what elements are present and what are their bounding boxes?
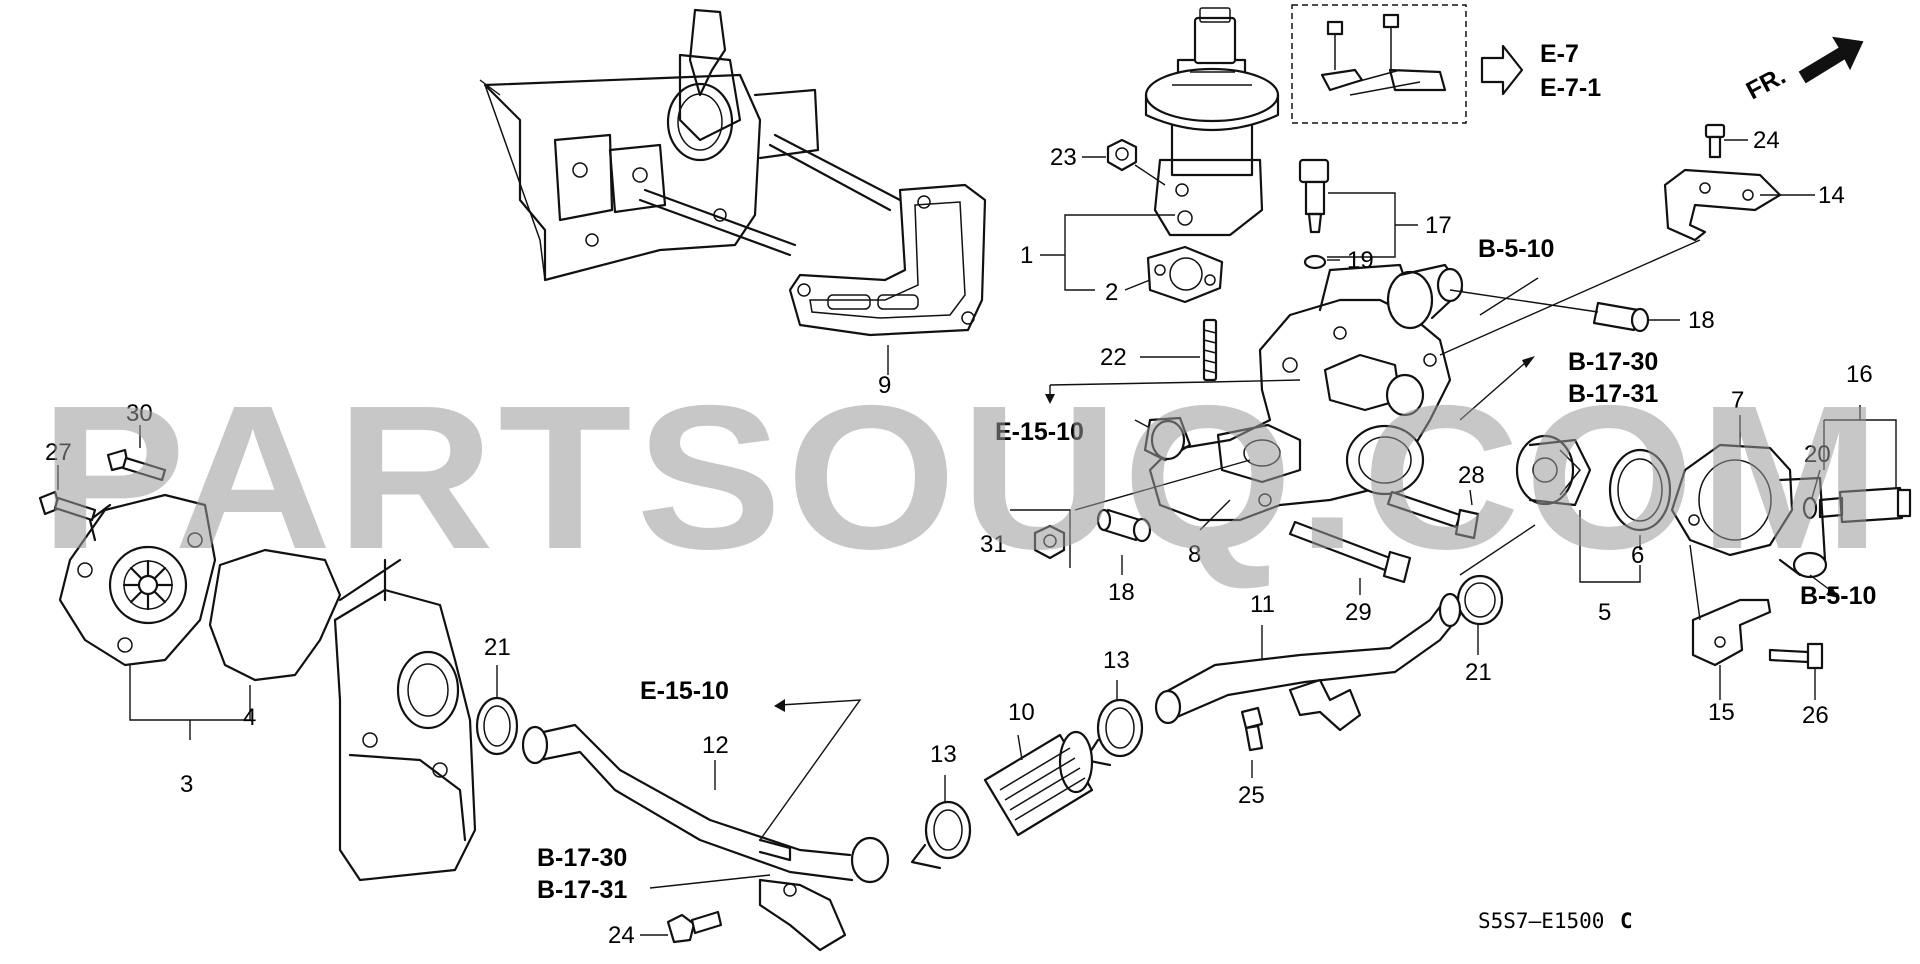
o-ring-21-left [475,696,519,756]
stud-22 [1202,318,1218,382]
callout-6[interactable]: 6 [1631,542,1644,569]
ref-e15-10-bottom[interactable]: E-15-10 [640,677,729,705]
callout-24b[interactable]: 24 [608,922,635,949]
egr-valve [1144,7,1280,237]
washer-19 [1303,254,1327,270]
bracket-15 [1691,598,1772,667]
thermostat-seal-6 [1608,448,1672,532]
ref-b17-31-bottom[interactable]: B-17-31 [537,876,627,904]
ref-b17-30-bottom[interactable]: B-17-30 [537,844,627,872]
water-pump-3 [58,493,217,667]
diagram-code-suffix: C [1620,909,1633,933]
callout-17[interactable]: 17 [1425,212,1452,239]
egr-gasket-2 [1146,245,1224,304]
front-direction-label: FR. [1742,62,1791,106]
bolt-30 [106,448,167,482]
front-direction-arrow [1798,36,1864,84]
callout-21b[interactable]: 21 [1465,659,1492,686]
nut-23 [1106,138,1138,172]
callout-2[interactable]: 2 [1105,279,1118,306]
callout-13a[interactable]: 13 [1103,647,1130,674]
callout-27[interactable]: 27 [45,439,72,466]
leader-lines [57,139,1897,936]
wiring-detail-inset [1291,4,1467,124]
bolt-27 [38,490,97,522]
ref-e7[interactable]: E-7 [1540,40,1579,68]
callout-18b[interactable]: 18 [1108,579,1135,606]
callout-7[interactable]: 7 [1731,387,1744,414]
callout-10[interactable]: 10 [1008,699,1035,726]
callout-14[interactable]: 14 [1818,182,1845,209]
nut-31 [1033,524,1066,560]
callout-15[interactable]: 15 [1708,699,1735,726]
watermark: PARTSOUQ.COM [40,363,1885,592]
gasket-9 [788,183,987,337]
callout-9[interactable]: 9 [878,372,891,399]
ref-b5-10-bottom[interactable]: B-5-10 [1800,582,1876,610]
timing-belt-cover [333,558,477,882]
ref-b17-31-top[interactable]: B-17-31 [1568,380,1658,408]
water-outlet-housing-8 [1143,263,1464,522]
ref-b17-30-top[interactable]: B-17-30 [1568,348,1658,376]
callout-18a[interactable]: 18 [1688,307,1715,334]
callout-12[interactable]: 12 [702,732,729,759]
callout-23[interactable]: 23 [1050,144,1077,171]
callout-8[interactable]: 8 [1188,541,1201,568]
washer-20 [1802,496,1818,520]
thermostat-5 [1515,434,1592,507]
hose-clamp-13-right [1083,698,1144,767]
water-hose-10 [983,730,1094,837]
ref-b5-10-top[interactable]: B-5-10 [1478,235,1554,263]
hose-clamp-13-left [910,800,972,870]
callout-22[interactable]: 22 [1100,344,1127,371]
fitting-18-left [1096,508,1152,543]
part-callouts: 1 2 3 4 5 6 7 8 9 10 11 12 13 13 14 15 1… [45,127,1873,949]
diagram-code: S5S7—E1500 [1478,909,1604,933]
bolt-29 [1288,520,1412,584]
thermo-switch-16 [1818,486,1912,524]
callout-13b[interactable]: 13 [930,741,957,768]
callout-16[interactable]: 16 [1846,361,1873,388]
callout-24a[interactable]: 24 [1753,127,1780,154]
water-pipe-12 [521,723,890,952]
callout-11[interactable]: 11 [1250,591,1275,618]
housing-gasket [1216,423,1302,484]
callout-19[interactable]: 19 [1347,247,1374,274]
cylinder-head-illustration [479,8,902,282]
water-pipe-11 [1154,592,1462,732]
ref-e15-10-top[interactable]: E-15-10 [995,418,1084,446]
bolt-28 [1386,490,1480,540]
bolt-24-top [1704,123,1726,159]
callout-5[interactable]: 5 [1598,599,1611,626]
callout-28[interactable]: 28 [1458,462,1485,489]
bolt-25 [1240,706,1264,752]
callout-3[interactable]: 3 [180,771,193,798]
callout-31[interactable]: 31 [980,531,1007,558]
callout-25[interactable]: 25 [1238,782,1265,809]
callout-20[interactable]: 20 [1804,441,1831,468]
water-pump-gasket-4 [208,548,342,682]
callout-28-or-30[interactable]: 30 [126,400,153,427]
callout-1[interactable]: 1 [1020,242,1033,269]
thermostat-cover-7 [1670,443,1828,579]
bolt-26 [1768,642,1824,670]
reference-arrow-e7 [1480,44,1524,96]
callout-4[interactable]: 4 [243,704,256,731]
callout-26[interactable]: 26 [1802,702,1829,729]
coolant-temp-sensor-17 [1298,158,1330,234]
ref-e7-1[interactable]: E-7-1 [1540,74,1601,102]
callout-29[interactable]: 29 [1345,599,1372,626]
cross-references: E-7 E-7-1 B-5-10 B-17-30 B-17-31 E-15-10… [537,40,1876,904]
callout-21a[interactable]: 21 [484,634,511,661]
bolt-24-bottom [666,910,723,944]
fitting-18-right [1592,301,1650,333]
bracket-14 [1663,168,1782,242]
